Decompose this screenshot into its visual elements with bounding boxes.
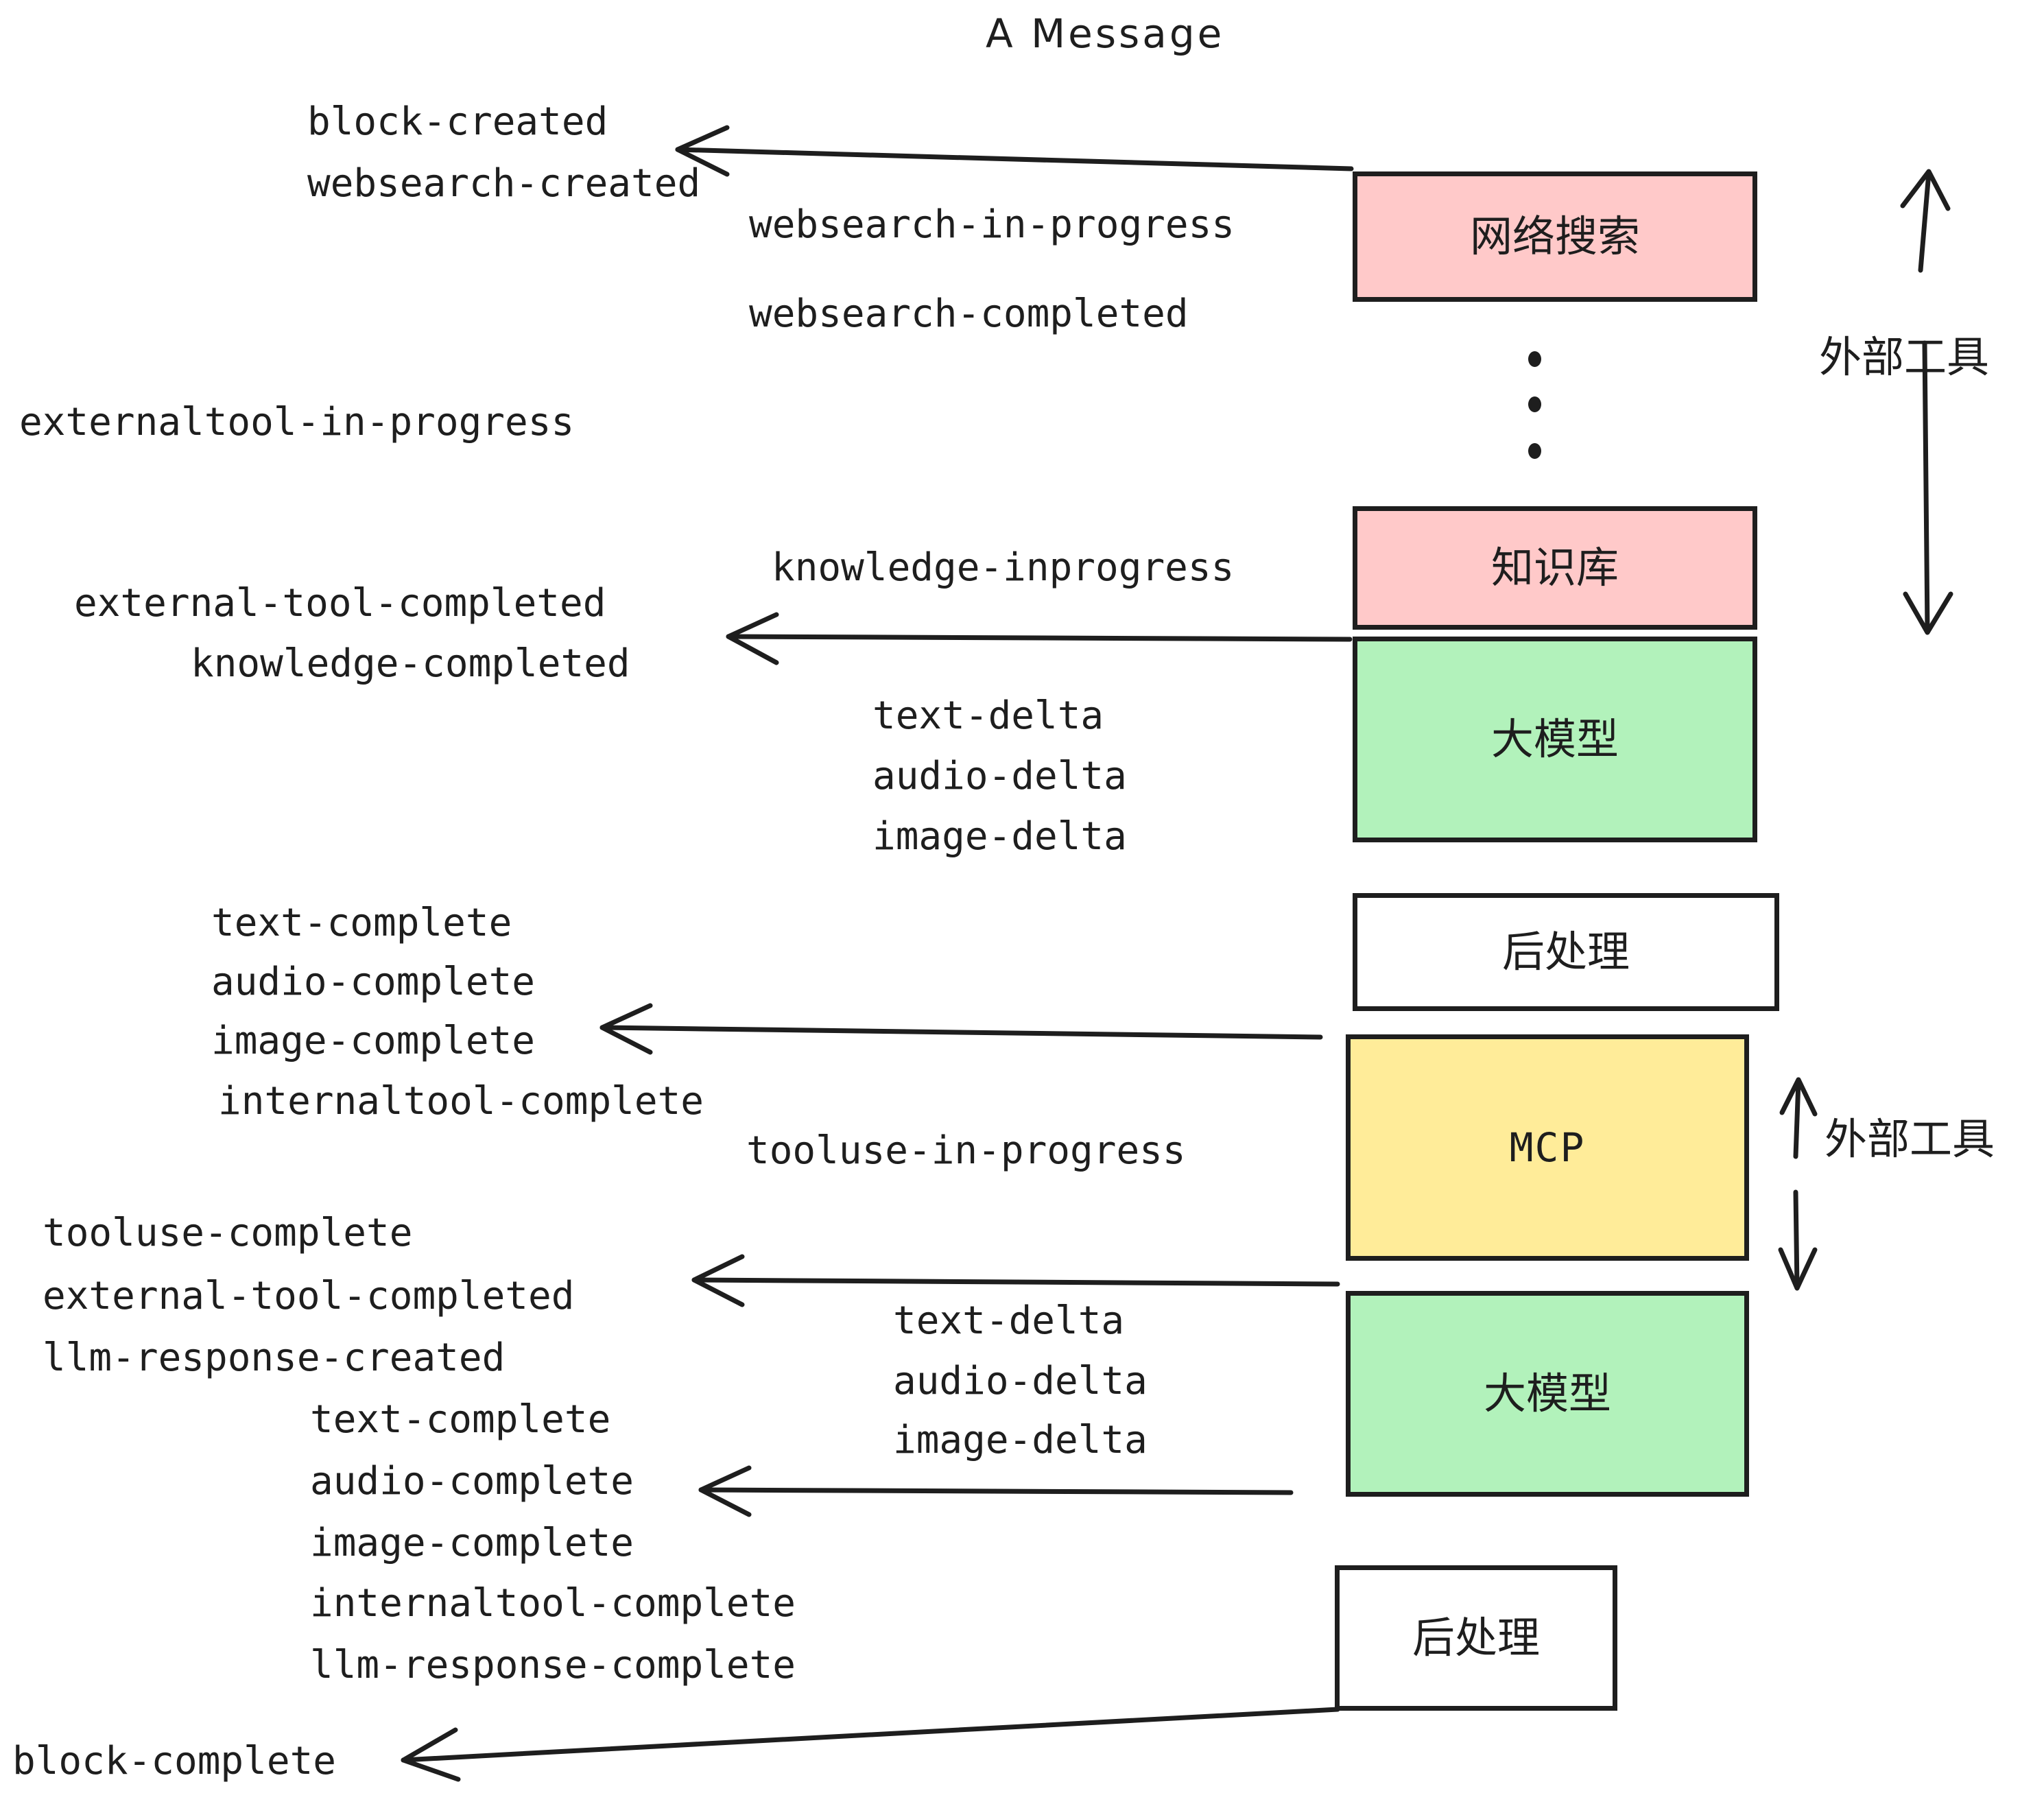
event-llm-response-complete: llm-response-complete (310, 1643, 796, 1687)
event-audio-delta-2: audio-delta (893, 1359, 1148, 1403)
event-llm-response-created: llm-response-created (43, 1336, 506, 1380)
event-tooluse-complete: tooluse-complete (43, 1211, 413, 1255)
arrow-external-tools-top-down-head (1903, 591, 1953, 635)
arrow-image-complete-head (599, 1003, 653, 1055)
box-websearch[interactable]: 网络搜索 (1353, 171, 1757, 302)
box-llm-1[interactable]: 大模型 (1353, 637, 1757, 842)
box-label-llm-2: 大模型 (1483, 1368, 1611, 1419)
ellipsis-dot (1528, 443, 1541, 459)
event-websearch-in-progress: websearch-in-progress (749, 202, 1235, 247)
event-external-tool-completed-2: external-tool-completed (43, 1274, 575, 1318)
arrow-external-tools-top-up-head (1900, 169, 1951, 211)
box-label-websearch: 网络搜索 (1469, 211, 1640, 261)
arrow-image-complete (599, 1025, 1323, 1040)
box-label-postprocess-2: 后处理 (1412, 1613, 1540, 1663)
box-label-postprocess-1: 后处理 (1501, 927, 1630, 977)
event-image-delta-2: image-delta (893, 1418, 1148, 1462)
arrow-audio-complete-head (698, 1465, 752, 1517)
box-mcp[interactable]: MCP (1346, 1034, 1749, 1261)
box-postprocess-1[interactable]: 后处理 (1353, 893, 1779, 1011)
event-external-tool-completed-1: external-tool-completed (74, 581, 606, 626)
event-text-complete-2: text-complete (310, 1397, 611, 1442)
event-image-complete-2: image-complete (310, 1521, 634, 1565)
event-audio-complete-2: audio-complete (310, 1459, 634, 1504)
arrow-external-tools-bottom-down (1793, 1189, 1800, 1290)
box-postprocess-2[interactable]: 后处理 (1335, 1565, 1617, 1711)
arrow-knowledge-completed (726, 634, 1353, 642)
arrow-audio-complete (698, 1487, 1294, 1495)
ellipsis-dot (1528, 351, 1541, 367)
event-internaltool-complete-1: internaltool-complete (218, 1079, 704, 1124)
arrow-external-tools-top-down (1922, 340, 1930, 634)
event-websearch-completed: websearch-completed (749, 292, 1189, 336)
event-text-delta-2: text-delta (893, 1298, 1125, 1343)
event-knowledge-completed: knowledge-completed (191, 641, 630, 686)
box-label-mcp: MCP (1509, 1124, 1586, 1171)
label-external-tools-top: 外部工具 (1819, 332, 1990, 382)
event-audio-complete-1: audio-complete (211, 960, 536, 1004)
event-tooluse-in-progress: tooluse-in-progress (746, 1128, 1186, 1173)
page-title: A Message (986, 10, 1225, 57)
arrow-tooluse-complete (691, 1277, 1340, 1287)
event-internaltool-complete-2: internaltool-complete (310, 1581, 796, 1626)
box-knowledge[interactable]: 知识库 (1353, 506, 1757, 630)
event-image-complete-1: image-complete (211, 1019, 536, 1063)
ellipsis-dot (1528, 396, 1541, 412)
event-text-delta-1: text-delta (872, 693, 1104, 738)
arrow-external-tools-bottom-down-head (1778, 1247, 1818, 1291)
arrow-external-tools-bottom-up (1793, 1078, 1801, 1159)
arrow-external-tools-bottom-up-head (1779, 1077, 1818, 1117)
box-llm-2[interactable]: 大模型 (1346, 1291, 1749, 1497)
event-text-complete-1: text-complete (211, 901, 512, 945)
event-image-delta-1: image-delta (872, 814, 1127, 859)
arrow-block-complete-head (401, 1727, 461, 1782)
arrow-tooluse-complete-head (691, 1254, 745, 1307)
box-label-knowledge: 知识库 (1490, 543, 1619, 593)
arrow-knowledge-completed-head (726, 612, 779, 665)
arrow-block-complete (401, 1707, 1340, 1763)
arrow-websearch-created (675, 147, 1354, 171)
arrow-external-tools-top-up (1918, 170, 1932, 273)
label-external-tools-bottom: 外部工具 (1825, 1114, 1995, 1164)
event-block-complete: block-complete (12, 1739, 337, 1783)
event-knowledge-inprogress: knowledge-inprogress (772, 545, 1235, 590)
event-websearch-created: websearch-created (307, 161, 701, 206)
event-block-created: block-created (307, 99, 608, 144)
box-label-llm-1: 大模型 (1490, 714, 1619, 764)
event-externaltool-in-progress: externaltool-in-progress (19, 400, 575, 444)
event-audio-delta-1: audio-delta (872, 754, 1127, 798)
